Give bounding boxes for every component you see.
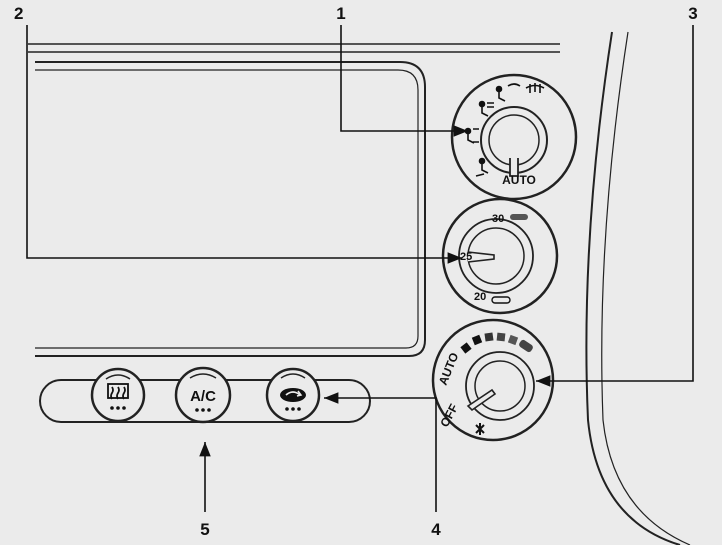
mode-dial[interactable]: AUTO — [450, 73, 578, 201]
indicator-dots — [110, 406, 126, 410]
console-bezel — [585, 31, 691, 545]
vent-face-icon — [478, 100, 494, 117]
callout-4: 4 — [431, 520, 441, 539]
display-screen — [35, 61, 426, 357]
ac-button-label: A/C — [190, 388, 216, 405]
leader-4 — [324, 392, 437, 512]
cold-scale-bar — [491, 296, 511, 304]
callout-1: 1 — [336, 4, 345, 23]
leader-3 — [536, 25, 694, 387]
callout-3: 3 — [688, 4, 697, 23]
rear-defrost-button[interactable] — [90, 367, 146, 423]
fan-icon — [475, 423, 485, 435]
leader-2 — [26, 25, 462, 264]
dashboard-top-edge — [28, 43, 560, 53]
recirculation-icon — [280, 388, 306, 402]
mode-auto-label: AUTO — [502, 173, 536, 187]
mode-dial-pointer — [509, 158, 519, 177]
leader-lines — [26, 25, 694, 512]
rear-defrost-icon — [107, 383, 129, 400]
fan-speed-scale — [460, 332, 533, 354]
indicator-dots — [285, 407, 301, 411]
ac-button[interactable]: A/C — [174, 366, 232, 424]
temperature-max-label: 30 — [492, 213, 504, 225]
floor-icon — [475, 157, 489, 177]
recirculation-button[interactable] — [265, 367, 321, 423]
hot-scale-bar — [510, 214, 528, 220]
temperature-dial[interactable]: 30 25 20 — [441, 197, 559, 315]
leader-1 — [340, 25, 468, 137]
floor-defrost-icon — [495, 83, 521, 102]
fan-speed-pointer — [466, 388, 497, 412]
temperature-pointer — [467, 251, 495, 263]
callout-2: 2 — [14, 4, 23, 23]
callout-5: 5 — [200, 520, 209, 539]
fan-dial[interactable]: OFF AUTO — [431, 318, 555, 442]
indicator-dots — [195, 408, 211, 412]
temperature-min-label: 20 — [474, 291, 486, 303]
windshield-defrost-icon — [525, 83, 545, 93]
temperature-mid-label: 25 — [460, 251, 472, 263]
